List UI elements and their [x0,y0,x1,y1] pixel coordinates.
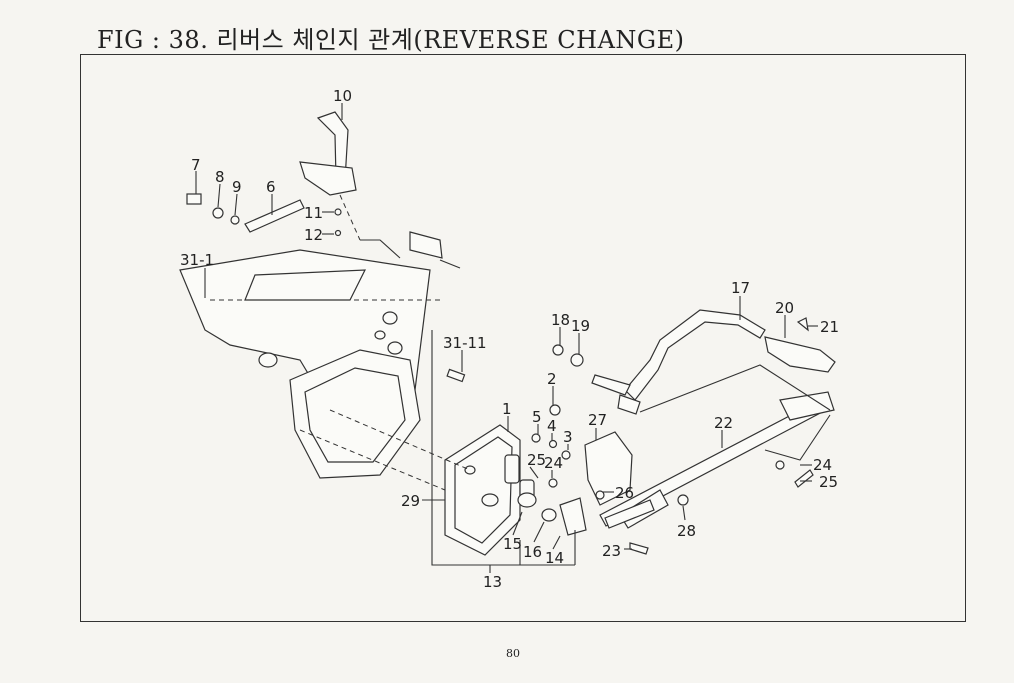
reverse-lever [591,309,766,415]
diagram-frame [80,54,966,622]
callout-25: 25 [527,451,546,469]
page-number: 80 [506,647,520,660]
reverse-cover [444,424,535,556]
callout-2: 2 [547,370,557,388]
figure-title: FIG : 38. 리버스 체인지 관계(REVERSE CHANGE) [97,26,685,54]
callout-16: 16 [523,543,542,561]
callout-20: 20 [775,299,794,317]
callout-4: 4 [547,417,557,435]
callout-6: 6 [266,178,276,196]
shift-shaft-parts [186,193,342,237]
callout-17: 17 [731,279,750,297]
callout-26: 26 [615,484,634,502]
callout-24: 24 [813,456,832,474]
callout-15: 15 [503,535,522,553]
callout-1: 1 [502,400,512,418]
callout-29: 29 [401,492,420,510]
callout-23: 23 [602,542,621,560]
callout-18: 18 [551,311,570,329]
callout-31-11: 31-11 [443,334,487,352]
callout-21: 21 [820,318,839,336]
callout-10: 10 [333,87,352,105]
shift-fork [299,111,357,196]
callout-7: 7 [191,156,201,174]
lever-knob [764,336,836,373]
callout-14: 14 [545,549,564,567]
callout-25: 25 [819,473,838,491]
callout-8: 8 [215,168,225,186]
callout-5: 5 [532,408,542,426]
transmission-housing [179,249,431,479]
callout-3: 3 [563,428,573,446]
callout-labels: 10 7 8 9 6 11 12 31-1 17 20 21 18 19 31-… [180,87,839,591]
callout-19: 19 [571,317,590,335]
callout-24: 24 [544,454,563,472]
cable-bracket [584,431,633,506]
callout-11: 11 [304,204,323,222]
callout-12: 12 [304,226,323,244]
callout-27: 27 [588,411,607,429]
callout-31-1: 31-1 [180,251,214,269]
callout-13: 13 [483,573,502,591]
callout-9: 9 [232,178,242,196]
callout-28: 28 [677,522,696,540]
callout-22: 22 [714,414,733,432]
control-cable [599,391,835,529]
